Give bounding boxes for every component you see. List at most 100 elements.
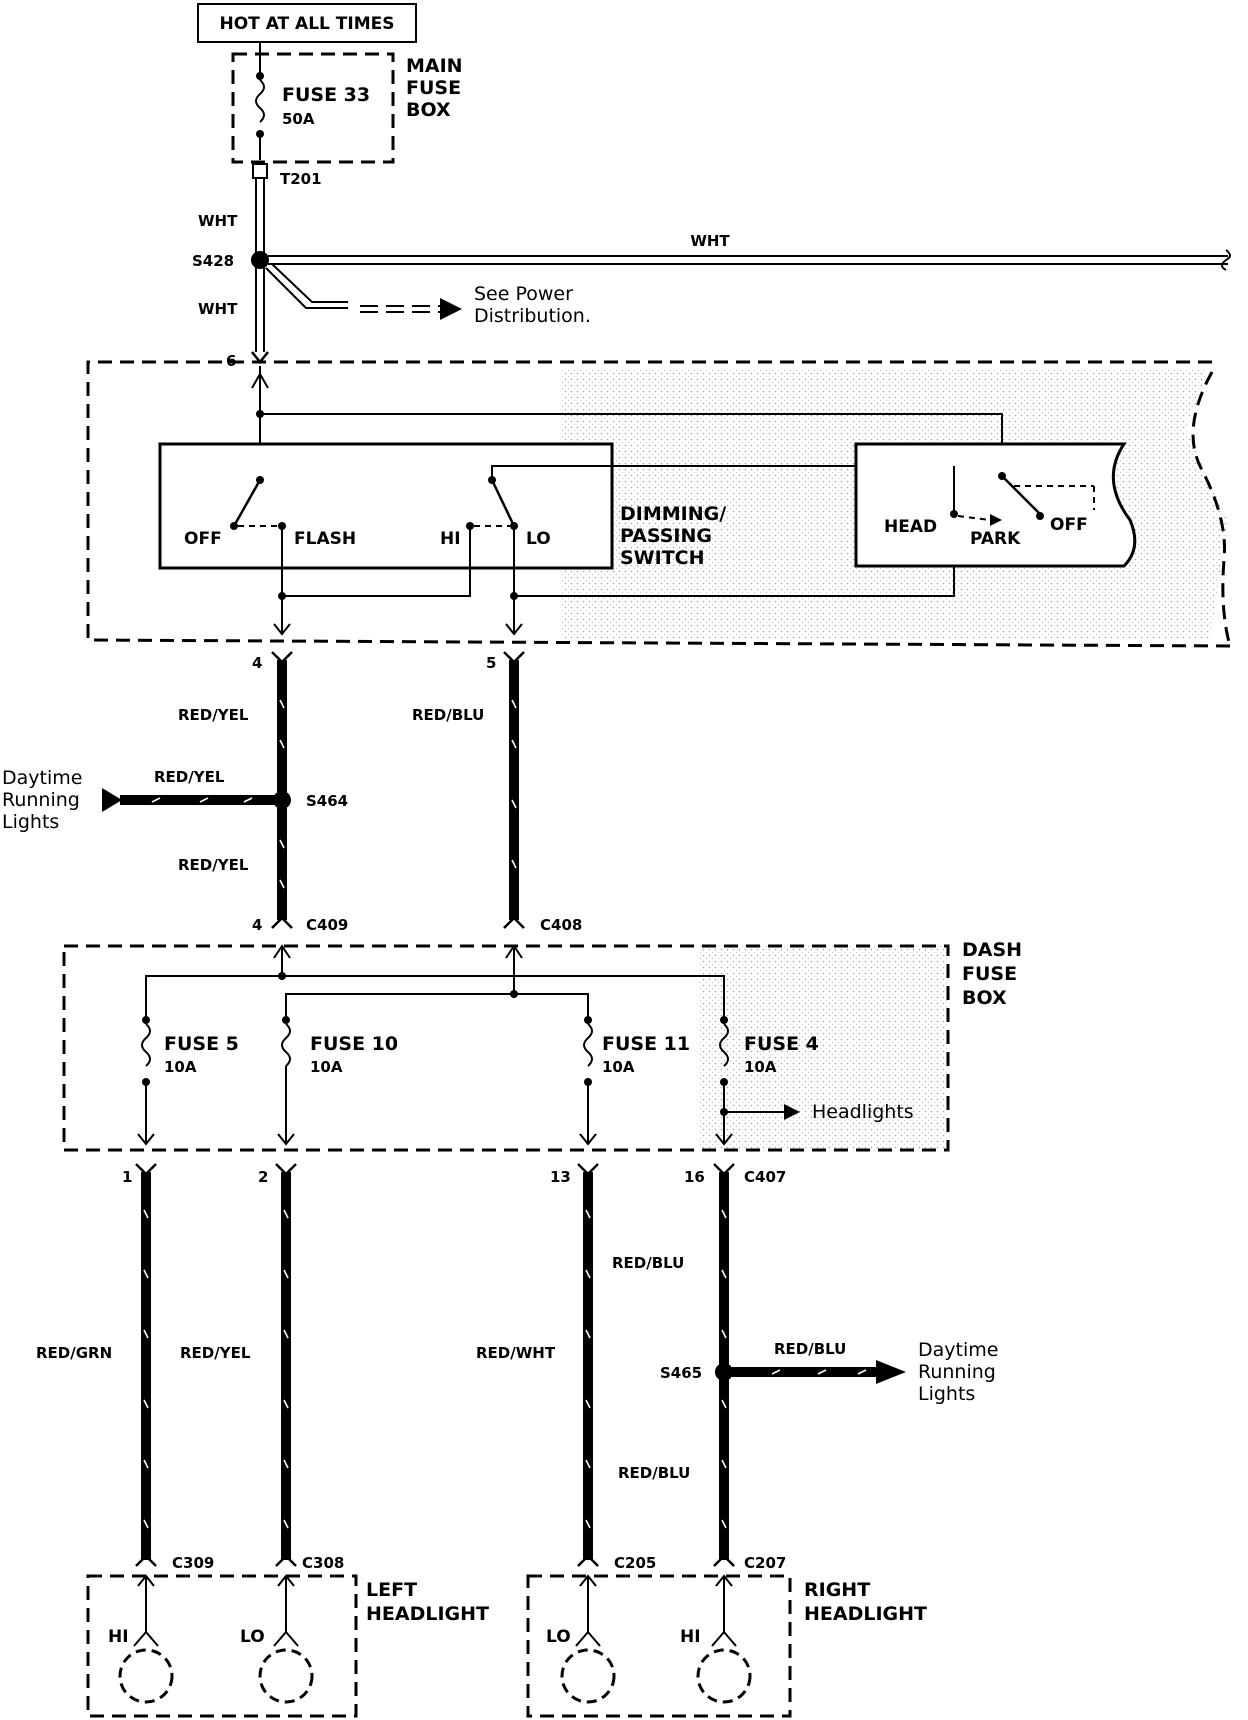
connector-c207: C207 — [713, 1554, 786, 1572]
main-fuse-box-label-1: MAIN — [406, 55, 463, 77]
red-blu-wire-upper: RED/BLU — [412, 651, 525, 920]
pin-2: 2 — [258, 1168, 268, 1186]
pin-13: 13 — [550, 1168, 571, 1186]
red-yel-wire-lower: RED/YEL — [180, 1163, 297, 1560]
switch-park-position: PARK — [970, 529, 1021, 549]
drl-left-line-1: Daytime — [2, 767, 82, 789]
switch-off-position: OFF — [184, 529, 222, 549]
splice-s465: S465 — [660, 1363, 733, 1382]
connector-c309: C309 — [135, 1554, 214, 1572]
connector-c308: C308 — [275, 1554, 344, 1572]
splice-s465-label: S465 — [660, 1364, 702, 1382]
red-blu-upper-label: RED/BLU — [612, 1254, 684, 1272]
drl-right-line-3: Lights — [918, 1383, 975, 1405]
red-grn-label: RED/GRN — [36, 1344, 112, 1362]
pin-1: 1 — [122, 1168, 132, 1186]
switch-head-position: HEAD — [884, 517, 937, 537]
left-headlight-label-2: HEADLIGHT — [366, 1603, 489, 1625]
red-blu-label: RED/BLU — [412, 706, 484, 724]
red-yel-lower-wire-label: RED/YEL — [180, 1344, 251, 1362]
headlights-ref: Headlights — [812, 1101, 914, 1123]
red-blu-wire-lower: RED/BLU RED/BLU — [612, 1163, 735, 1560]
dimming-label-3: SWITCH — [620, 547, 705, 569]
dash-fuse-box-label-2: FUSE — [962, 963, 1017, 985]
splice-s464-label: S464 — [306, 792, 348, 810]
fuse-33-name: FUSE 33 — [282, 84, 370, 106]
red-grn-wire: RED/GRN — [36, 1163, 157, 1560]
red-yel-upper-label: RED/YEL — [178, 706, 249, 724]
pin-5: 5 — [486, 654, 496, 672]
terminal-t201: T201 — [252, 163, 322, 188]
right-headlight-label-2: HEADLIGHT — [804, 1603, 927, 1625]
switch-off-headlight-position: OFF — [1050, 515, 1088, 535]
c308-label: C308 — [302, 1554, 344, 1572]
c205-label: C205 — [614, 1554, 656, 1572]
hot-at-all-times-box: HOT AT ALL TIMES — [197, 3, 417, 43]
pin-4: 4 — [252, 654, 262, 672]
main-fuse-box-label-3: BOX — [406, 99, 451, 121]
left-hi-beam-bulb: HI — [108, 1574, 174, 1704]
fuse-33: FUSE 33 50A — [255, 54, 370, 160]
right-headlight-label-1: RIGHT — [804, 1579, 870, 1601]
fuse-10: FUSE 10 10A — [277, 1016, 398, 1146]
red-blu-drl-label: RED/BLU — [774, 1340, 846, 1358]
connector-c407: C407 — [744, 1168, 786, 1186]
red-wht-label: RED/WHT — [476, 1344, 556, 1362]
terminal-t201-label: T201 — [280, 170, 322, 188]
right-hi-label: HI — [680, 1627, 701, 1647]
drl-left-line-3: Lights — [2, 811, 59, 833]
drl-left-branch: RED/YEL Daytime Running Lights — [2, 767, 282, 833]
c309-label: C309 — [172, 1554, 214, 1572]
fuse-11: FUSE 11 10A — [579, 1016, 690, 1146]
left-hi-label: HI — [108, 1627, 129, 1647]
dimming-passing-switch-label: DIMMING/ PASSING SWITCH — [620, 503, 726, 569]
right-headlight: RIGHT HEADLIGHT LO HI — [526, 1574, 927, 1718]
fuse-33-rating: 50A — [282, 110, 315, 128]
c207-label: C207 — [744, 1554, 786, 1572]
main-fuse-box-label-2: FUSE — [406, 77, 461, 99]
splice-s428: S428 — [192, 251, 269, 270]
splice-s428-label: S428 — [192, 252, 234, 270]
wht-branch-wire: WHT — [268, 232, 1231, 271]
red-yel-drl-label: RED/YEL — [154, 768, 225, 786]
fuse-5-name: FUSE 5 — [164, 1033, 239, 1055]
connector-c409: C409 — [306, 916, 348, 934]
drl-right-branch: RED/BLU Daytime Running Lights — [724, 1339, 998, 1405]
fuse-4-rating: 10A — [744, 1058, 777, 1076]
switch-hi-position: HI — [440, 529, 461, 549]
drl-left-line-2: Running — [2, 789, 80, 811]
c409-pin: 4 — [252, 916, 262, 934]
drl-right-line-1: Daytime — [918, 1339, 998, 1361]
red-yel-wire-upper: RED/YEL RED/YEL — [178, 651, 293, 920]
dimming-label-2: PASSING — [620, 525, 712, 547]
fuse-4: FUSE 4 10A Headlights — [715, 1016, 914, 1146]
main-fuse-box: MAIN FUSE BOX — [231, 52, 463, 164]
splice-s464: S464 — [273, 791, 348, 810]
dash-fuse-box-label-1: DASH — [962, 939, 1022, 961]
fuse-10-rating: 10A — [310, 1058, 343, 1076]
left-lo-beam-bulb: LO — [240, 1574, 314, 1704]
left-headlight-label-1: LEFT — [366, 1579, 417, 1601]
right-hi-beam-bulb: HI — [680, 1574, 752, 1704]
hot-at-all-times-label: HOT AT ALL TIMES — [220, 14, 395, 34]
see-power-line-1: See Power — [474, 283, 573, 305]
see-power-line-2: Distribution. — [474, 305, 591, 327]
wht-upper-label: WHT — [198, 212, 238, 230]
dimming-passing-switch: OFF FLASH HI LO — [158, 442, 1064, 600]
drl-right-line-2: Running — [918, 1361, 996, 1383]
fuse-11-name: FUSE 11 — [602, 1033, 690, 1055]
red-wht-wire: RED/WHT — [476, 1163, 599, 1560]
switch-lo-position: LO — [526, 529, 551, 549]
connector-c205: C205 — [577, 1554, 656, 1572]
left-headlight: LEFT HEADLIGHT HI LO — [86, 1574, 489, 1718]
wht-branch-label: WHT — [690, 232, 730, 250]
fuse-5-rating: 10A — [164, 1058, 197, 1076]
red-yel-lower-label: RED/YEL — [178, 856, 249, 874]
dimming-label-1: DIMMING/ — [620, 503, 726, 525]
fuse-4-name: FUSE 4 — [744, 1033, 819, 1055]
connector-c408: C408 — [540, 916, 582, 934]
headlight-switch: HEAD PARK OFF — [854, 442, 1137, 568]
red-blu-lower-label: RED/BLU — [618, 1464, 690, 1482]
fuse-11-rating: 10A — [602, 1058, 635, 1076]
